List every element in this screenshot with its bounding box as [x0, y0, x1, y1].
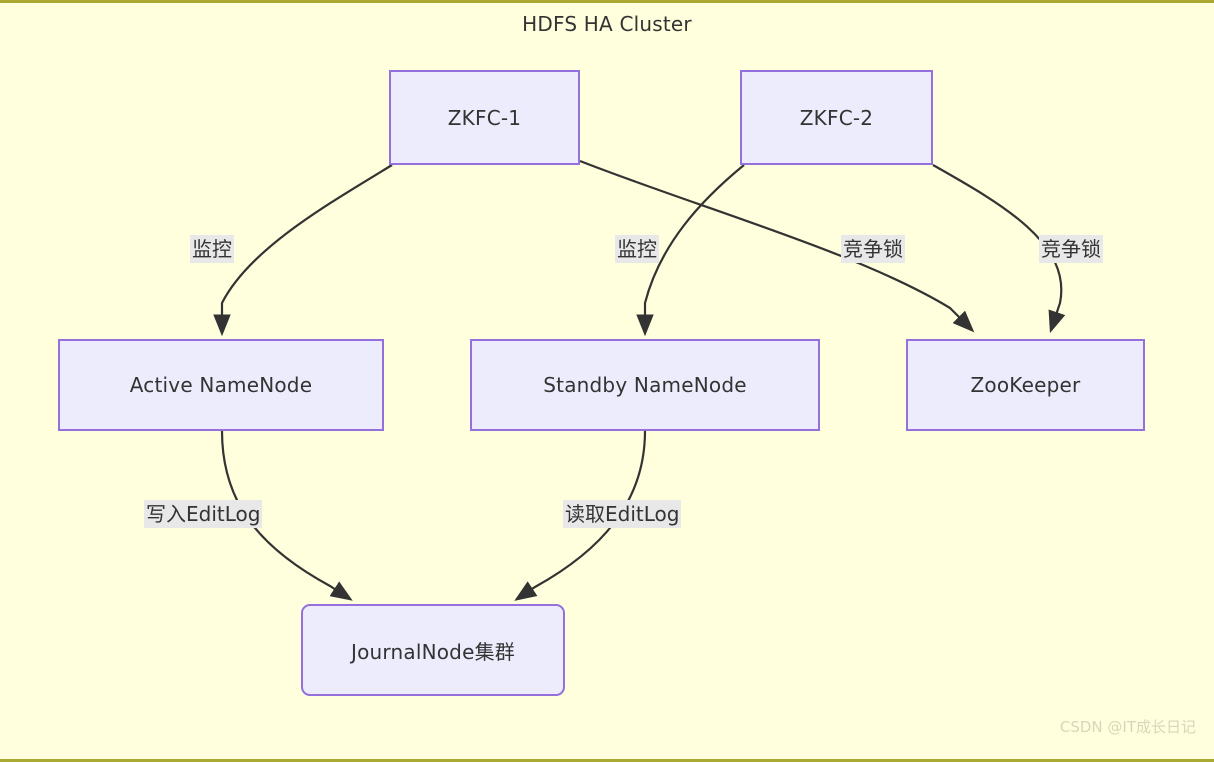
node-label: ZKFC-1	[447, 105, 522, 130]
node-journalnode-cluster[interactable]: JournalNode集群	[301, 604, 565, 696]
edge-label-write-editlog: 写入EditLog	[144, 500, 263, 528]
node-label: ZooKeeper	[970, 373, 1081, 397]
edge-label-lock-zkfc1: 竞争锁	[841, 235, 905, 263]
node-label: JournalNode集群	[351, 639, 515, 664]
watermark: CSDN @IT成长日记	[1059, 718, 1196, 736]
edge-zkfc2-standby	[636, 164, 745, 337]
edge-label-read-editlog: 读取EditLog	[563, 500, 682, 528]
edge-label-lock-zkfc2: 竞争锁	[1039, 235, 1103, 263]
page-title: HDFS HA Cluster	[522, 12, 692, 36]
node-label: ZKFC-2	[799, 105, 874, 130]
node-active-namenode[interactable]: Active NameNode	[58, 339, 384, 431]
edge-label-monitor-active: 监控	[190, 235, 234, 263]
node-label: Standby NameNode	[543, 373, 747, 397]
edge-label-monitor-standby: 监控	[615, 235, 659, 263]
node-label: Active NameNode	[129, 373, 313, 397]
node-zkfc-2[interactable]: ZKFC-2	[740, 70, 933, 165]
node-standby-namenode[interactable]: Standby NameNode	[470, 339, 820, 431]
edge-zkfc1-active	[213, 164, 393, 337]
node-zkfc-1[interactable]: ZKFC-1	[389, 70, 580, 165]
node-zookeeper[interactable]: ZooKeeper	[906, 339, 1145, 431]
